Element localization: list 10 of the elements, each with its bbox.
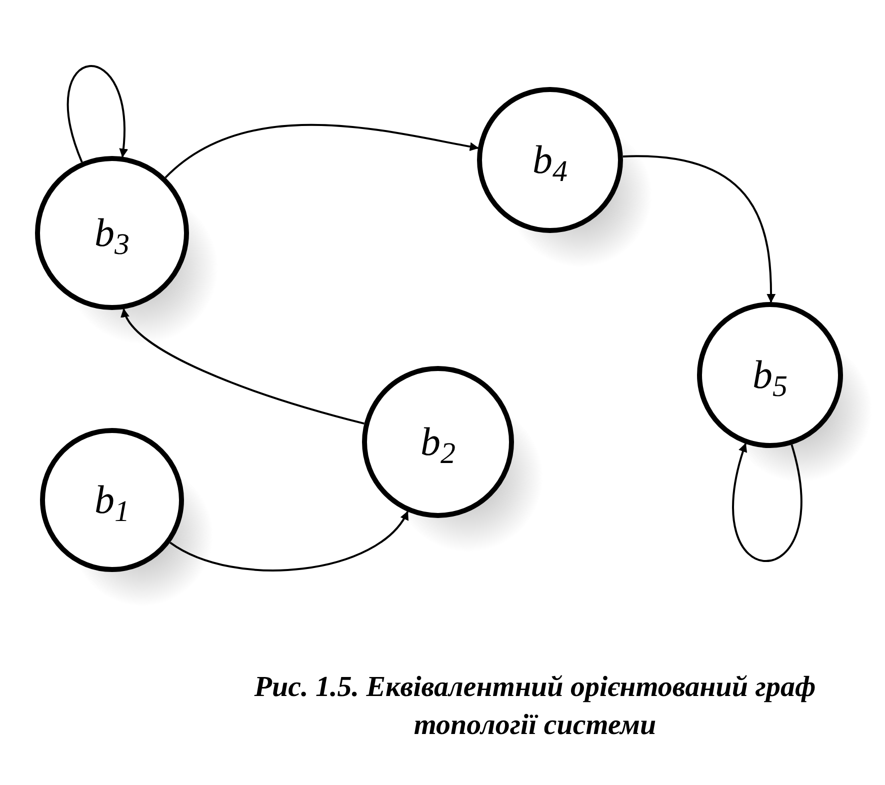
arrow [164, 124, 479, 178]
node-label: b$_{2}$ [420, 422, 456, 462]
arrow [170, 510, 408, 572]
figure-caption: Рис. 1.5. Еквівалентний орієнтований граф топології системи [253, 670, 817, 743]
node-label: b$_{1}$ [94, 480, 130, 520]
arrow [67, 65, 128, 162]
node-label: b$_{4}$ [532, 140, 568, 180]
node-label: b$_{3}$ [94, 213, 130, 253]
node-label: b$_{5}$ [752, 355, 788, 395]
arrow [622, 156, 776, 303]
